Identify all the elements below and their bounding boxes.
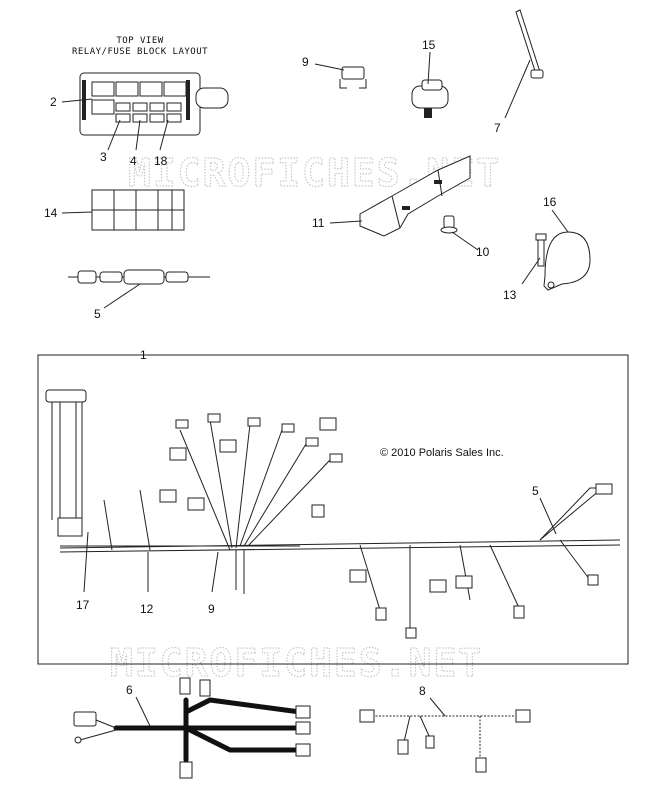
copyright: © 2010 Polaris Sales Inc. [380,447,504,459]
leader-18 [159,119,169,151]
callout-17: 17 [76,598,90,612]
connector-15 [411,79,449,118]
leader-4 [135,119,141,151]
callout-4: 4 [130,154,137,168]
leader-11 [329,220,363,224]
callout-2: 2 [50,95,57,109]
leader-5b [539,497,557,535]
callout-6: 6 [126,683,133,697]
leader-14 [61,211,93,214]
harness-8 [359,709,531,773]
callout-15: 15 [422,38,436,52]
callout-10: 10 [476,245,490,259]
callout-5a: 5 [94,307,101,321]
leader-13 [521,257,541,285]
leader-6 [135,696,151,727]
bolt [535,233,547,267]
bracket [359,155,471,237]
leader-9a [314,63,345,71]
callout-12: 12 [140,602,154,616]
callout-18: 18 [154,154,168,168]
fuse-block-title-line2: RELAY/FUSE BLOCK LAYOUT [72,47,208,57]
push-rivet [440,215,458,234]
leader-2 [61,98,93,103]
callout-11: 11 [312,216,325,230]
main-harness-frame [37,354,629,665]
leader-16 [551,209,569,233]
callout-16: 16 [543,195,557,209]
p-clamp [543,231,591,291]
callout-13: 13 [503,288,517,302]
fuse-part [339,66,367,89]
relay-fuse-block [79,72,229,136]
inline-connector [68,269,210,285]
watermark-bottom: MICROFICHES.NET [110,641,483,685]
leader-5a [103,283,141,309]
fuse-block-title-line1: TOP VIEW [116,36,163,46]
main-harness [45,389,621,639]
callout-3: 3 [100,150,107,164]
callout-1: 1 [140,348,147,362]
callout-9b: 9 [208,602,215,616]
leader-15 [427,51,431,85]
leader-3 [107,119,121,151]
callout-9a: 9 [302,55,309,69]
callout-14: 14 [44,206,58,220]
leader-10 [451,231,479,251]
callout-8: 8 [419,684,426,698]
cable-tie [515,9,544,79]
callout-7: 7 [494,121,501,135]
leader-7 [504,59,531,119]
leader-8 [429,697,446,717]
harness-6 [73,677,311,779]
leader-17 [83,531,89,593]
callout-5b: 5 [532,484,539,498]
leader-9b [211,551,219,593]
fuse-label-decal [91,189,185,231]
